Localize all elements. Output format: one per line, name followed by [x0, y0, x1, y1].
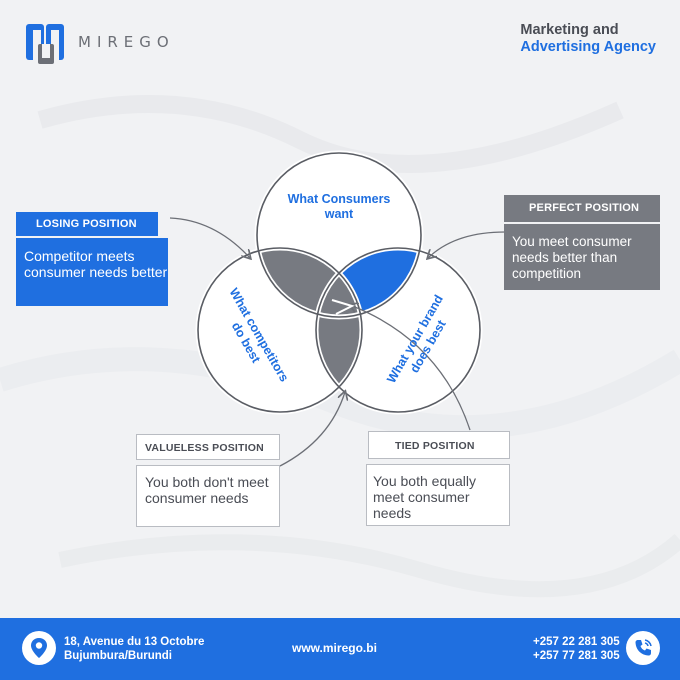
perfect-position-text: You meet consumer needs better than comp…: [512, 234, 632, 281]
tied-position-box: You both equally meet consumer needs: [366, 464, 510, 526]
phone-number-1[interactable]: +257 22 281 305: [533, 636, 620, 648]
valueless-position-text: You both don't meet consumer needs: [145, 474, 269, 506]
perfect-position-title: PERFECT POSITION: [529, 202, 640, 214]
venn-diagram: [169, 150, 506, 467]
location-pin-icon: [22, 631, 56, 665]
losing-position-box: Competitor meets consumer needs better: [16, 238, 168, 306]
background-texture: [0, 0, 680, 618]
losing-position-header: LOSING POSITION: [16, 212, 158, 236]
losing-position-title: LOSING POSITION: [36, 218, 137, 230]
tagline-line2: Advertising Agency: [520, 39, 656, 55]
perfect-position-header: PERFECT POSITION: [504, 195, 660, 222]
address: 18, Avenue du 13 Octobre Bujumbura/Burun…: [64, 635, 204, 663]
website-link[interactable]: www.mirego.bi: [292, 641, 377, 655]
tied-position-header: TIED POSITION: [368, 431, 510, 459]
logo-mark: [26, 24, 64, 64]
arrow-valueless: [279, 392, 345, 467]
arrow-perfect: [428, 231, 506, 258]
perfect-position-box: You meet consumer needs better than comp…: [504, 224, 660, 290]
arrow-tied: [350, 305, 471, 431]
valueless-position-header: VALUELESS POSITION: [136, 434, 280, 460]
label-consumers: What Consumers want: [287, 192, 391, 221]
tied-position-title: TIED POSITION: [395, 440, 475, 452]
phone-number-2[interactable]: +257 77 281 305: [533, 650, 620, 662]
address-line1: 18, Avenue du 13 Octobre: [64, 636, 205, 648]
losing-position-text: Competitor meets consumer needs better: [24, 248, 168, 280]
phone-icon[interactable]: [626, 631, 660, 665]
agency-tagline: Marketing and Advertising Agency: [520, 22, 656, 56]
tagline-line1: Marketing and: [520, 22, 619, 38]
valueless-position-title: VALUELESS POSITION: [145, 442, 264, 454]
contact-footer: 18, Avenue du 13 Octobre Bujumbura/Burun…: [0, 618, 680, 680]
phone-numbers: +257 22 281 305 +257 77 281 305: [533, 635, 620, 663]
brand-logo: MIREGO: [24, 18, 175, 66]
overlap-perfect: [316, 248, 421, 317]
overlap-losing: [257, 248, 362, 317]
valueless-position-box: You both don't meet consumer needs: [136, 465, 280, 527]
arrow-losing: [169, 217, 250, 258]
address-line2: Bujumbura/Burundi: [64, 650, 172, 662]
logo-text: MIREGO: [78, 33, 175, 51]
tied-position-text: You both equally meet consumer needs: [373, 473, 477, 521]
